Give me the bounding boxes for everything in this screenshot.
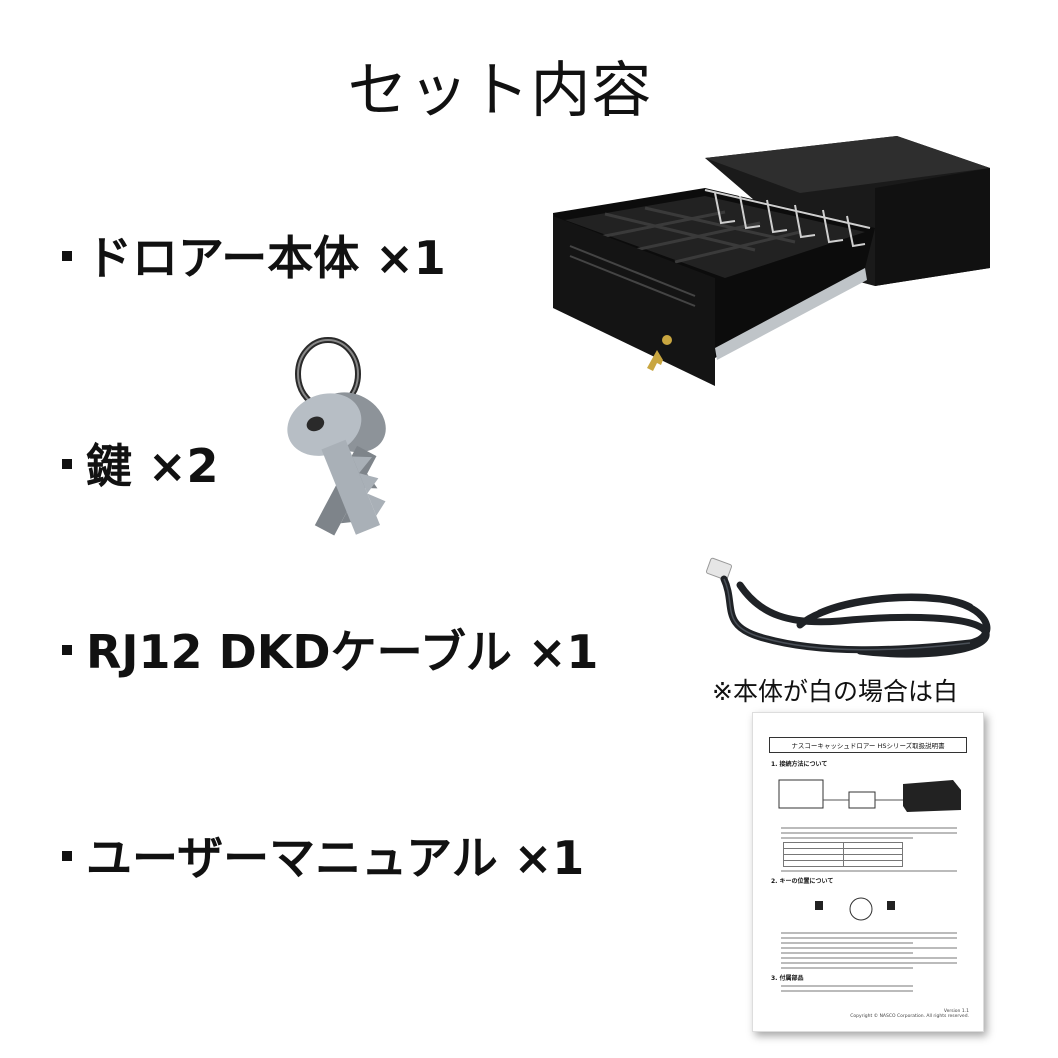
- item-drawer-label: ドロアー本体 ×1: [86, 231, 446, 285]
- user-manual-image: ナスコーキャッシュドロアー HSシリーズ取扱説明書 1. 接続方法について 2.…: [752, 712, 984, 1032]
- bullet: [62, 850, 72, 861]
- cash-drawer-image: [553, 136, 990, 386]
- item-keys-label: 鍵 ×2: [86, 439, 219, 493]
- manual-section-3: 3. 付属部品: [771, 975, 804, 982]
- item-drawer: ドロアー本体 ×1: [62, 222, 446, 288]
- color-note: ※本体が白の場合は白: [712, 677, 958, 706]
- bullet: [62, 644, 72, 655]
- page-title: セット内容: [347, 56, 653, 126]
- manual-connection-diagram: [778, 779, 961, 812]
- keys-image: [287, 337, 386, 536]
- manual-key-diagram: [815, 897, 895, 921]
- item-manual: ユーザーマニュアル ×1: [62, 822, 584, 888]
- manual-footer: Version 1.1 Copyright © NASCO Corporatio…: [850, 1009, 969, 1019]
- manual-section-2: 2. キーの位置について: [771, 878, 834, 885]
- item-manual-label: ユーザーマニュアル ×1: [86, 831, 585, 885]
- manual-spec-table: [783, 842, 903, 867]
- manual-header: ナスコーキャッシュドロアー HSシリーズ取扱説明書: [769, 737, 967, 753]
- item-cable-label: RJ12 DKDケーブル ×1: [86, 625, 599, 679]
- item-keys: 鍵 ×2: [62, 430, 219, 496]
- bullet: [62, 250, 72, 261]
- item-cable: RJ12 DKDケーブル ×1: [62, 616, 598, 682]
- manual-section-1: 1. 接続方法について: [771, 761, 828, 768]
- cable-image: [705, 557, 991, 658]
- manual-copyright: Copyright © NASCO Corporation. All right…: [850, 1014, 969, 1019]
- bullet: [62, 458, 72, 469]
- manual-version: Version 1.1: [943, 1009, 969, 1014]
